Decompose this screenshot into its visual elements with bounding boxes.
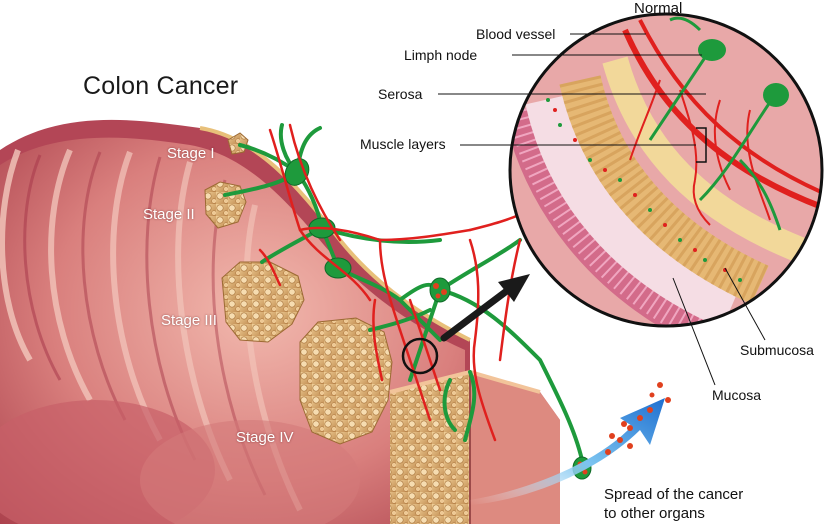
serosa-label: Serosa bbox=[378, 86, 423, 102]
cross-section-block bbox=[389, 369, 560, 524]
stage-4-label: Stage IV bbox=[236, 429, 294, 446]
stage-1-label: Stage I bbox=[167, 145, 215, 162]
magnified-cross-section bbox=[508, 12, 824, 328]
tumor-stage-4 bbox=[299, 317, 393, 445]
spread-caption-line-1: Spread of the cancer bbox=[604, 486, 744, 503]
limph-node-label: Limph node bbox=[404, 47, 478, 63]
stage-2-label: Stage II bbox=[143, 206, 195, 223]
spread-arrow bbox=[470, 382, 671, 505]
submucosa-label: Submucosa bbox=[740, 342, 814, 358]
magnified-area-marker bbox=[401, 337, 439, 375]
magnify-arrow bbox=[440, 274, 530, 342]
normal-label: Normal bbox=[634, 0, 683, 17]
stage-3-label: Stage III bbox=[161, 312, 217, 329]
tumor-stage-3 bbox=[221, 261, 305, 343]
blood-vessel-label: Blood vessel bbox=[476, 26, 556, 42]
page-title: Colon Cancer bbox=[83, 72, 239, 100]
mucosa-label: Mucosa bbox=[712, 387, 762, 403]
spread-caption: Spread of the cancer to other organs bbox=[604, 485, 743, 523]
spread-caption-line-2: to other organs bbox=[604, 505, 705, 522]
muscle-layers-bracket bbox=[696, 127, 707, 163]
leader-lines bbox=[438, 33, 766, 386]
muscle-layers-label: Muscle layers bbox=[360, 136, 446, 152]
